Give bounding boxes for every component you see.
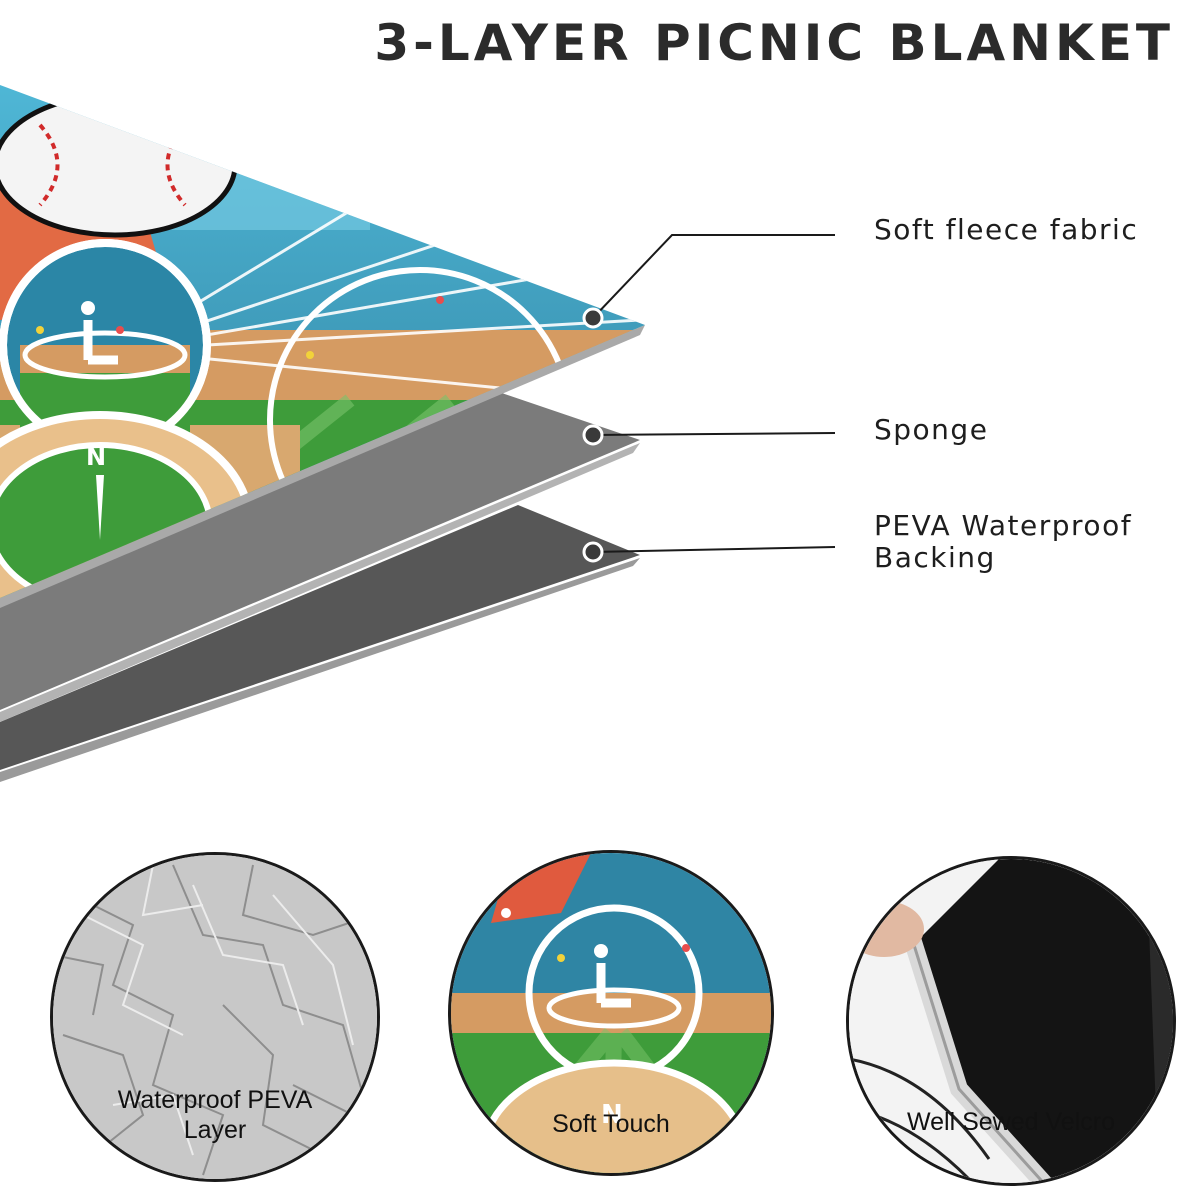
page-title: 3-LAYER PICNIC BLANKET bbox=[374, 14, 1174, 72]
callout-dots bbox=[582, 307, 604, 563]
callout-dot-backing bbox=[582, 541, 604, 563]
detail-circle-velcro: Well Sewed Velcro bbox=[846, 856, 1176, 1186]
detail-circle-soft-touch: N Soft Touch bbox=[448, 850, 774, 1176]
layer-stack-illustration: N bbox=[0, 85, 836, 782]
foil-texture bbox=[53, 855, 377, 1179]
svg-text:N: N bbox=[86, 443, 106, 471]
caption-well-sewed-velcro: Well Sewed Velcro bbox=[907, 1108, 1115, 1136]
callout-dot-fleece bbox=[582, 307, 604, 329]
velcro-closeup bbox=[849, 859, 1173, 1183]
caption-soft-touch: Soft Touch bbox=[552, 1110, 670, 1138]
svg-text:N: N bbox=[601, 1100, 623, 1130]
hand-icon bbox=[849, 901, 924, 957]
callout-lines bbox=[592, 234, 836, 553]
callout-dot-sponge bbox=[582, 424, 604, 446]
peva-backing-layer bbox=[0, 505, 640, 782]
label-peva-waterproof-backing: PEVA Waterproof Backing bbox=[874, 509, 1133, 574]
label-soft-fleece-fabric: Soft fleece fabric bbox=[874, 213, 1139, 246]
print-closeup: N bbox=[451, 853, 771, 1173]
caption-waterproof-peva-layer: Waterproof PEVA Layer bbox=[117, 1086, 313, 1144]
detail-circle-peva: Waterproof PEVA Layer bbox=[50, 852, 380, 1182]
label-sponge: Sponge bbox=[874, 413, 989, 446]
sponge-layer bbox=[0, 390, 640, 722]
